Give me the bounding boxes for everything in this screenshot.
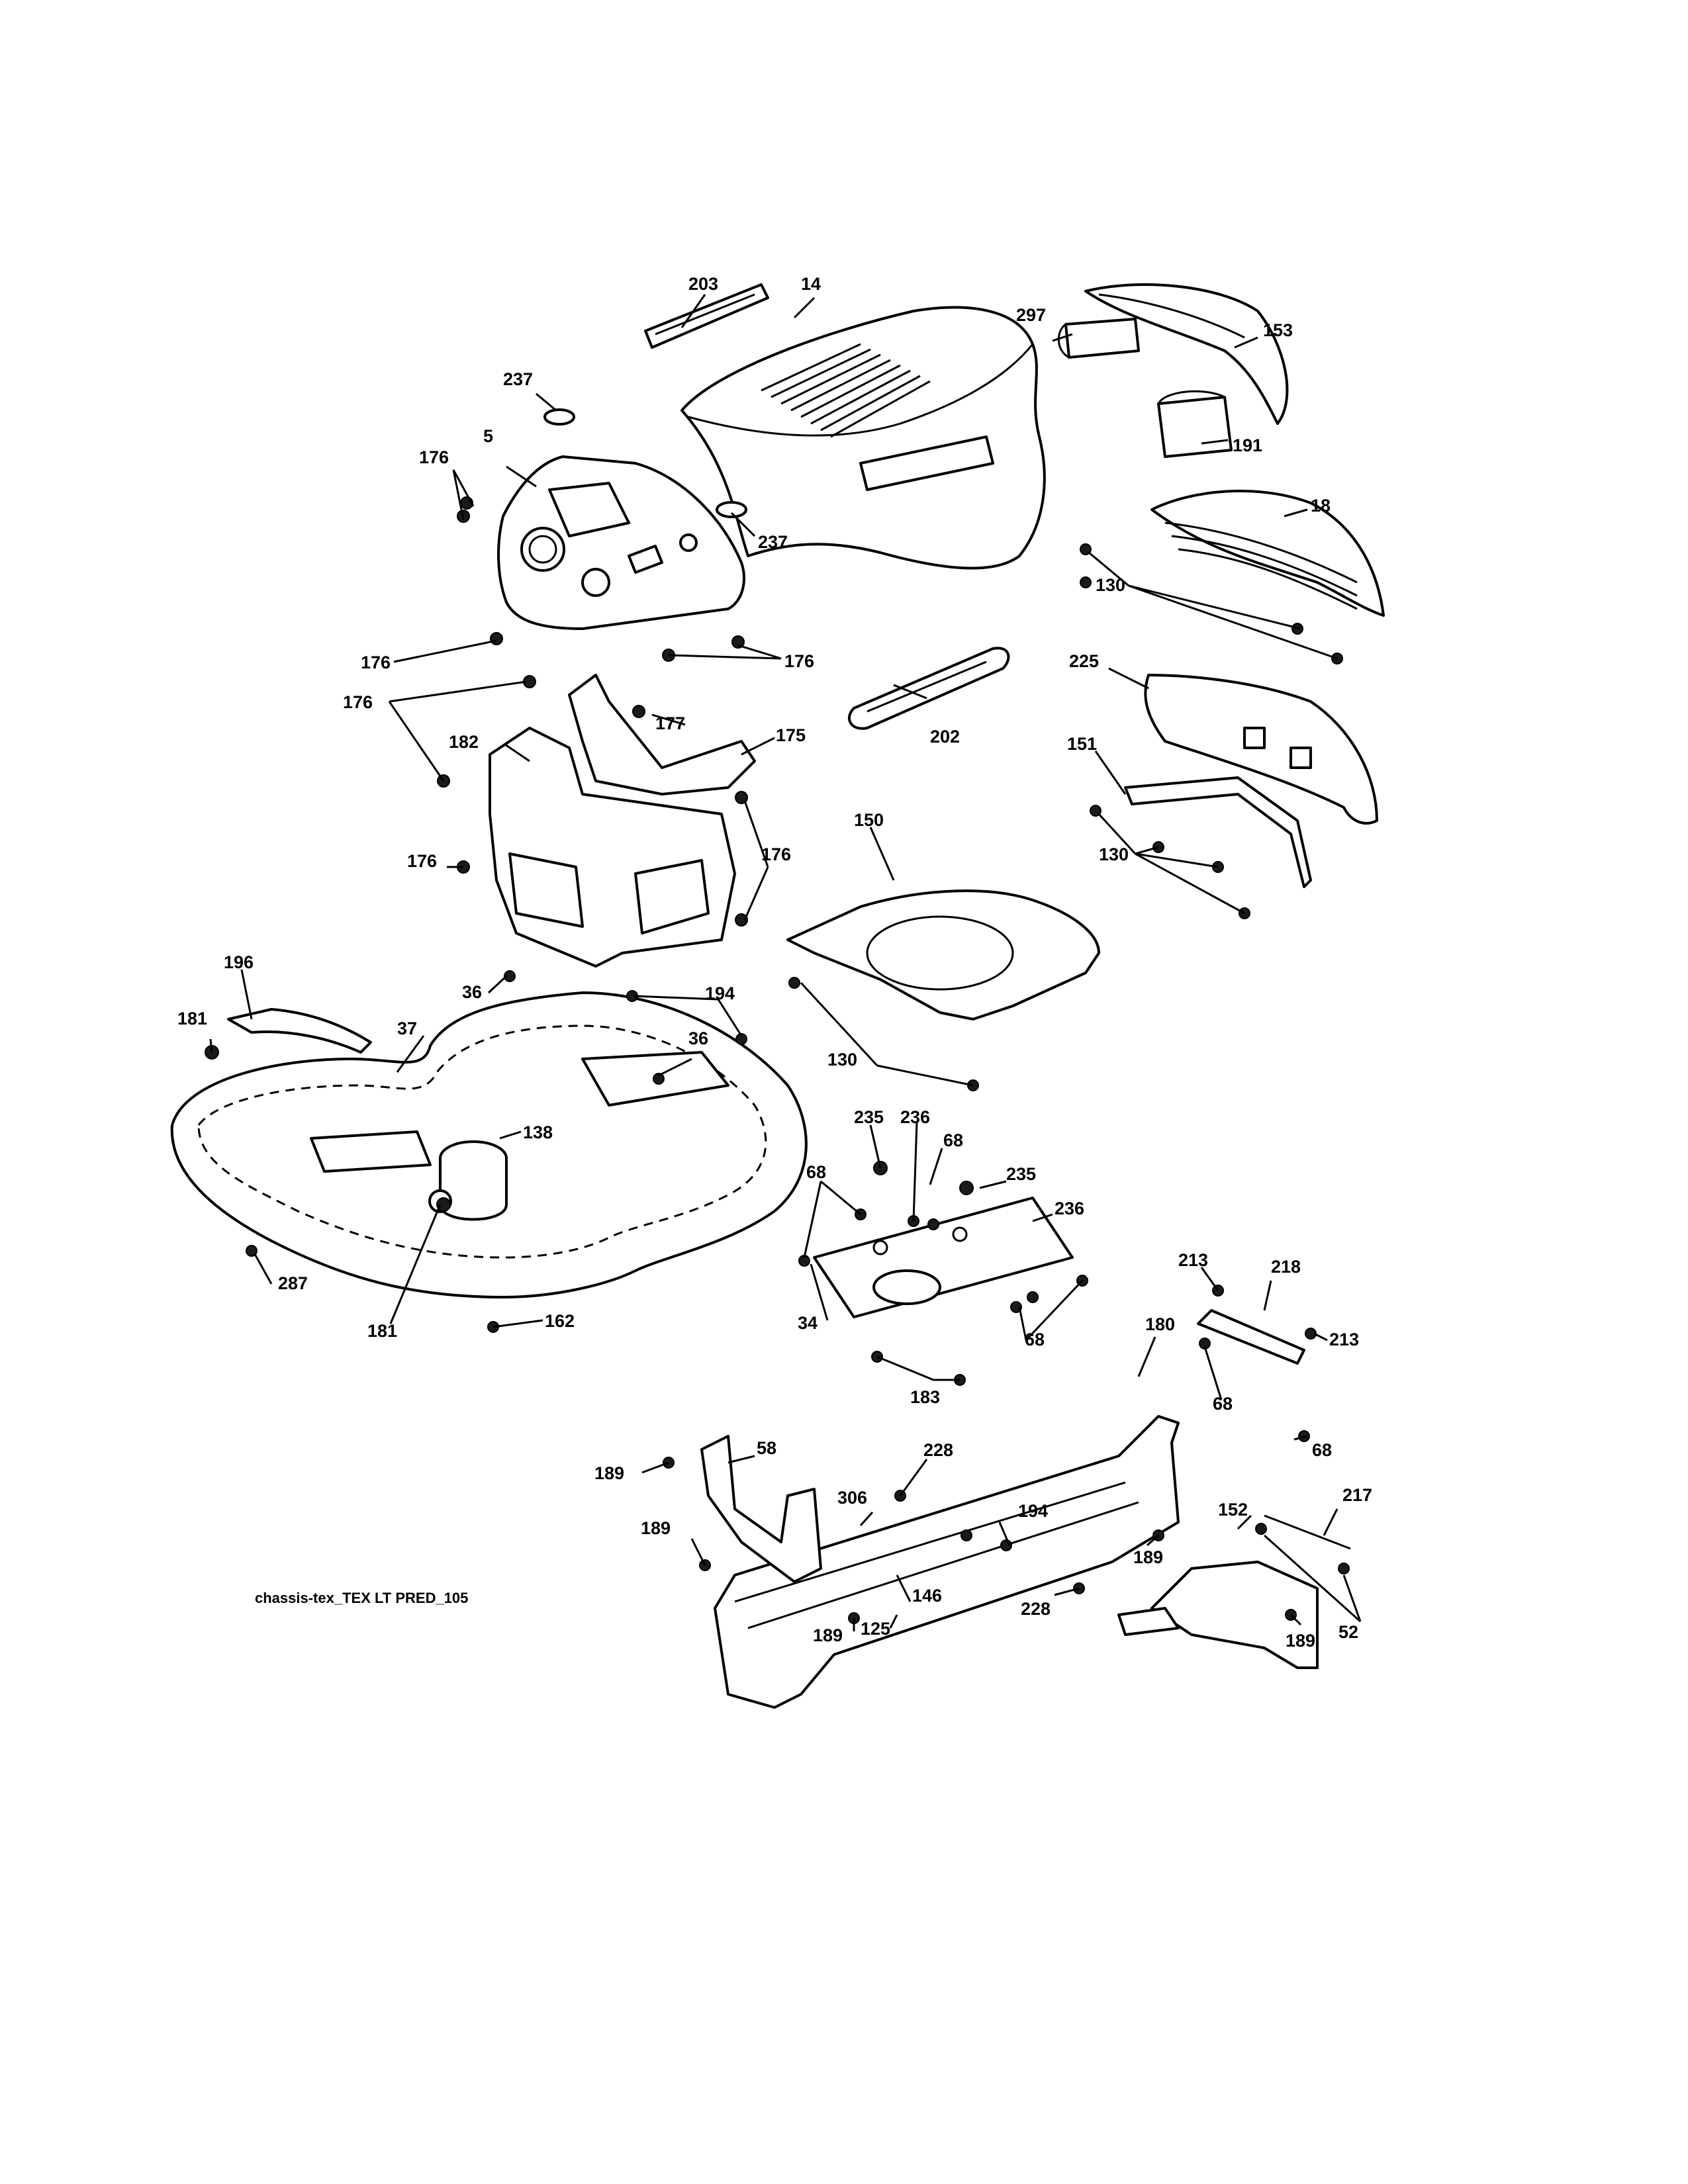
part-152-shield xyxy=(1117,1561,1319,1669)
callout-label: 235 xyxy=(854,1107,884,1127)
part-217-rod xyxy=(1264,1514,1351,1550)
part-18-grille xyxy=(1150,489,1385,617)
callout-label: 217 xyxy=(1342,1485,1372,1505)
callout-label: 181 xyxy=(367,1321,397,1341)
callout-label: 237 xyxy=(503,369,533,389)
part-34-mount-plate xyxy=(813,1197,1074,1318)
callout-label: 181 xyxy=(177,1009,207,1028)
callout-label: 189 xyxy=(594,1463,624,1483)
callout-label: 150 xyxy=(854,810,884,830)
callout-label: 68 xyxy=(1025,1330,1045,1349)
callout-label: 162 xyxy=(545,1311,575,1331)
diagram-caption: chassis-tex_TEX LT PRED_105 xyxy=(255,1590,468,1606)
callout-label: 176 xyxy=(361,653,391,672)
callout-label: 189 xyxy=(1133,1547,1163,1567)
callout-label: 138 xyxy=(523,1122,553,1142)
callout-label: 52 xyxy=(1338,1622,1358,1642)
callout-label: 36 xyxy=(462,982,482,1002)
part-237-plugs xyxy=(543,408,747,518)
callout-label: 228 xyxy=(1021,1599,1051,1619)
callout-label: 176 xyxy=(761,844,791,864)
callout-label: 125 xyxy=(861,1619,890,1639)
callout-label: 176 xyxy=(419,447,449,467)
leader-lines xyxy=(209,294,1362,1631)
callout-label: 58 xyxy=(757,1438,776,1458)
callout-label: 236 xyxy=(1055,1199,1084,1218)
part-202-vent xyxy=(847,647,1010,730)
callout-label: 68 xyxy=(806,1162,826,1182)
part-151-bracket xyxy=(1124,776,1312,888)
callout-label: 130 xyxy=(1096,575,1125,595)
callout-label: 189 xyxy=(813,1625,843,1645)
callout-label: 196 xyxy=(224,952,254,972)
part-5-dash-panel xyxy=(497,455,745,630)
part-182-console xyxy=(489,727,736,968)
part-175-bracket xyxy=(568,674,756,796)
callout-label: 194 xyxy=(1018,1501,1048,1521)
part-225-bumper xyxy=(1144,674,1378,825)
callout-label: 306 xyxy=(837,1488,867,1508)
part-37-fender xyxy=(170,991,808,1298)
callout-label: 152 xyxy=(1218,1500,1248,1520)
callout-label: 218 xyxy=(1271,1257,1301,1277)
callout-label: 237 xyxy=(758,532,788,552)
callout-label: 228 xyxy=(923,1440,953,1460)
callout-label: 177 xyxy=(655,713,685,733)
part-14-hood xyxy=(680,306,1046,570)
callout-label: 213 xyxy=(1178,1250,1208,1270)
callout-label: 34 xyxy=(798,1313,818,1333)
callout-label: 297 xyxy=(1016,305,1046,325)
callout-label: 235 xyxy=(1006,1164,1036,1184)
part-153-grille-top xyxy=(1084,283,1289,425)
callout-label: 151 xyxy=(1067,734,1097,754)
part-196-cover xyxy=(227,1008,372,1054)
part-191-insert xyxy=(1157,390,1233,458)
part-218-bracket xyxy=(1197,1309,1305,1365)
callout-label: 202 xyxy=(930,727,960,747)
part-297-insert xyxy=(1057,318,1140,359)
callout-label: 191 xyxy=(1233,435,1262,455)
callout-label: 176 xyxy=(343,692,373,712)
callout-label: 175 xyxy=(776,725,806,745)
callout-label: 180 xyxy=(1145,1314,1175,1334)
callout-label: 176 xyxy=(784,651,814,671)
part-180-frame xyxy=(714,1415,1180,1709)
callout-label: 146 xyxy=(912,1586,942,1606)
callout-label: 153 xyxy=(1263,320,1293,340)
part-58-bracket xyxy=(700,1435,822,1583)
callout-label: 68 xyxy=(1213,1394,1233,1414)
callout-label: 236 xyxy=(900,1107,930,1127)
callout-label: 37 xyxy=(397,1019,417,1038)
callout-label: 5 xyxy=(483,426,493,446)
callout-label: 182 xyxy=(449,732,479,752)
callout-label: 36 xyxy=(688,1028,708,1048)
callout-label: 14 xyxy=(801,274,821,294)
callout-label: 203 xyxy=(688,274,718,294)
callout-label: 287 xyxy=(278,1273,308,1293)
callout-label: 130 xyxy=(1099,844,1129,864)
callout-label: 68 xyxy=(1312,1440,1332,1460)
part-150-firewall xyxy=(786,889,1100,1021)
callout-label: 130 xyxy=(827,1050,857,1069)
callout-label: 189 xyxy=(641,1518,671,1538)
part-203-vent xyxy=(644,283,769,349)
callout-label: 189 xyxy=(1286,1631,1315,1651)
callout-label: 68 xyxy=(943,1130,963,1150)
callout-labels: 203 14 297 153 237 191 176 5 237 18 130 … xyxy=(177,274,1372,1651)
callout-label: 213 xyxy=(1329,1330,1359,1349)
callout-label: 183 xyxy=(910,1387,940,1407)
callout-label: 18 xyxy=(1311,496,1331,516)
callout-label: 225 xyxy=(1069,651,1099,671)
callout-label: 194 xyxy=(705,983,735,1003)
callout-label: 176 xyxy=(407,851,437,871)
